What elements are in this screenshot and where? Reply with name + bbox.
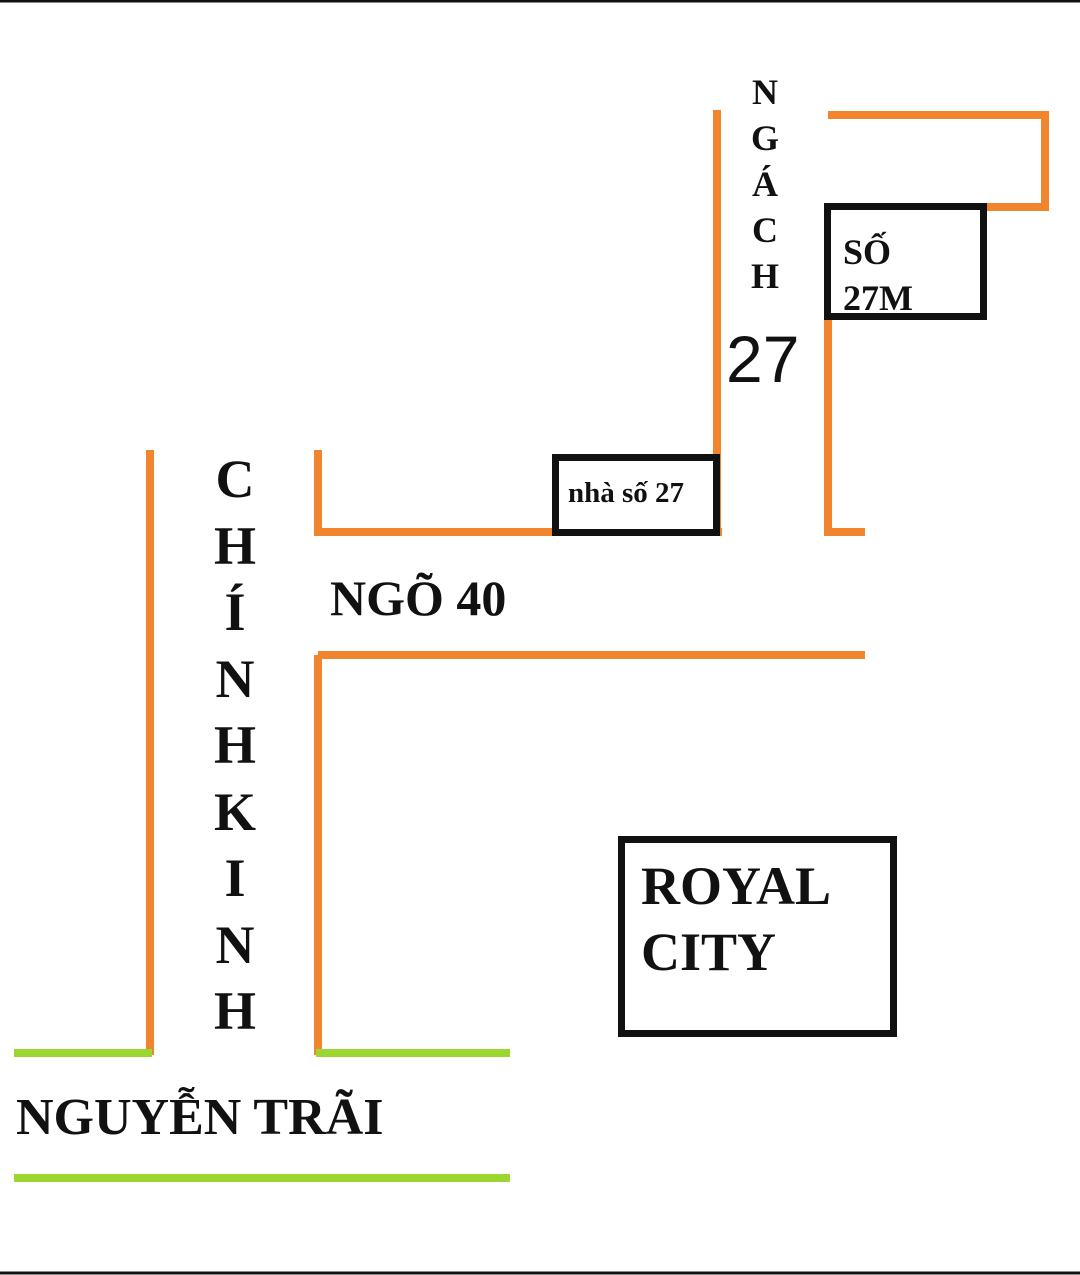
royal-city-line1: ROYAL — [641, 856, 832, 916]
chinh-kinh-letter: H — [213, 981, 256, 1041]
ngo-40-label: NGÕ 40 — [330, 570, 507, 626]
chinh-kinh-letter: N — [215, 648, 255, 709]
chinh-kinh-street-label: C H Í N H K I N H — [205, 452, 265, 1051]
so-27m-box: SỐ 27M — [824, 203, 987, 320]
chinh-kinh-letter: N — [215, 914, 255, 975]
chinh-kinh-letter: H — [213, 715, 256, 775]
chinh-kinh-letter: K — [213, 781, 256, 842]
so-27m-line1: SỐ — [843, 232, 892, 272]
chinh-kinh-letter: I — [224, 848, 246, 908]
chinh-kinh-letter: C — [215, 449, 255, 509]
ngach-letter: G — [750, 118, 779, 158]
so-27m-line2: 27M — [843, 278, 913, 318]
royal-city-box: ROYAL CITY — [618, 836, 897, 1037]
ngach-letter: Á — [752, 164, 778, 204]
nguyen-trai-label: NGUYỄN TRÃI — [16, 1089, 384, 1146]
ngach-letter: C — [752, 210, 778, 250]
chinh-kinh-letter: H — [213, 515, 256, 576]
ngach-number-label: 27 — [726, 322, 800, 396]
royal-city-line2: CITY — [641, 922, 777, 982]
ngach-27-top-right-edge — [828, 111, 1049, 211]
chinh-kinh-letter: Í — [224, 582, 246, 642]
nguyen-trai-road-edges — [14, 1049, 510, 1182]
chinh-kinh-street-edges — [146, 450, 322, 1055]
nha-so-27-box: nhà số 27 — [552, 454, 720, 536]
ngach-letter: H — [750, 256, 779, 296]
ngach-street-label: N G Á C H — [740, 74, 790, 304]
ngach-letter: N — [752, 72, 778, 112]
nha-so-27-label: nhà số 27 — [568, 477, 685, 509]
